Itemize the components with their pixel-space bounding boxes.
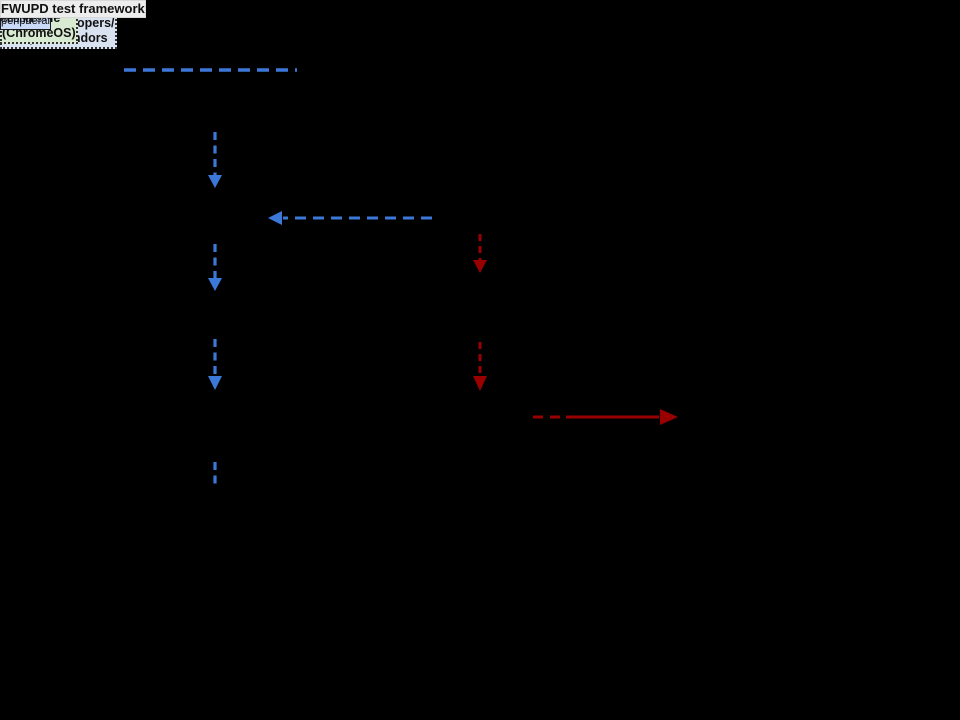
node-fwupd-test-framework: FWUPD test framework (0, 0, 146, 19)
arrowhead-newperipheral-to-plugin (473, 260, 487, 273)
arrowhead-cab-to-lvfs (208, 278, 222, 291)
arrowhead-newperipheral-to-cab (268, 211, 282, 225)
arrowhead-lvfs-to-lvfs (208, 376, 222, 390)
arrowhead-existing-to-cab (208, 175, 222, 188)
node-fwupd-test-framework-label: FWUPD test framework (1, 1, 145, 16)
arrowhead-lvfs-to-fwupd (415, 408, 429, 422)
arrowhead-fwupd-to-mirror (660, 409, 678, 425)
arrowhead-plugin-to-fwupd (473, 376, 487, 391)
panel-google-title-line2: (ChromeOS) (2, 26, 76, 41)
